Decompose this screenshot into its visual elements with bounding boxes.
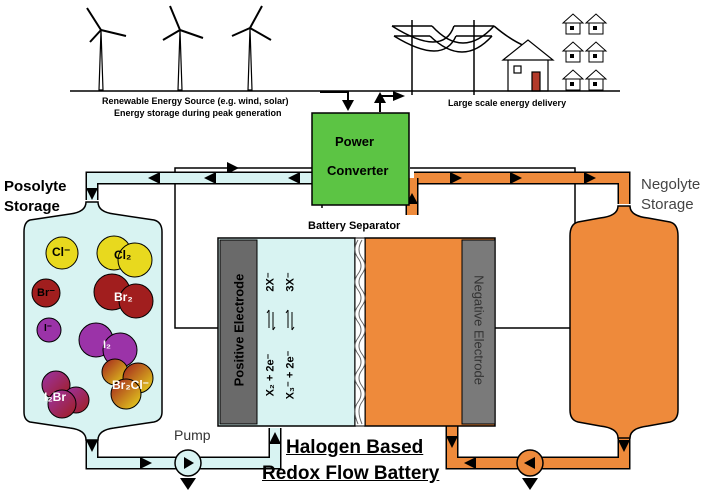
species-br-minus: Br⁻ bbox=[37, 287, 56, 299]
source-label-line2: Energy storage during peak generation bbox=[114, 108, 282, 118]
negolyte-storage-tank bbox=[569, 205, 679, 439]
house-small-icon bbox=[561, 13, 608, 91]
separator-label: Battery Separator bbox=[306, 220, 403, 232]
power-converter-label-line2: Converter bbox=[327, 163, 389, 178]
diagram-title-line2: Redox Flow Battery bbox=[262, 463, 440, 484]
species-cl2: Cl₂ bbox=[114, 248, 132, 262]
species-br2cl: Br₂Cl⁻ bbox=[112, 378, 150, 392]
power-converter bbox=[311, 112, 410, 206]
negative-electrode-label: Negative Electrode bbox=[471, 275, 487, 385]
species-cl-minus: Cl⁻ bbox=[52, 245, 71, 259]
delivery-label: Large scale energy delivery bbox=[448, 98, 567, 108]
power-flow-arrows bbox=[320, 91, 400, 112]
reaction1-right: 2X⁻ bbox=[264, 272, 277, 292]
equilibrium-arrow-icon bbox=[266, 309, 295, 331]
reaction2-left: X₃⁻ + 2e⁻ bbox=[284, 350, 297, 400]
negolyte-label-line2: Storage bbox=[641, 196, 694, 213]
wind-turbine-icon bbox=[231, 5, 272, 91]
negolyte-pump-icon bbox=[516, 449, 544, 490]
posolyte-pump-icon bbox=[174, 449, 202, 490]
negolyte-pipe bbox=[405, 171, 631, 470]
pump-label: Pump bbox=[174, 427, 211, 443]
species-i-minus: I⁻ bbox=[44, 323, 53, 334]
negative-electrode bbox=[461, 239, 496, 425]
power-converter-label-line1: Power bbox=[335, 134, 375, 149]
br-minus-molecule bbox=[31, 278, 61, 308]
i2br-molecule bbox=[41, 370, 90, 419]
negolyte-label-line1: Negolyte bbox=[641, 176, 701, 193]
diagram-title-line1: Halogen Based bbox=[286, 437, 424, 458]
power-pole-icon bbox=[391, 20, 541, 95]
species-i2br: I₂Br bbox=[44, 390, 67, 404]
cl2-molecule bbox=[96, 235, 153, 278]
i-minus-molecule bbox=[36, 317, 62, 343]
wind-turbine-icon bbox=[86, 7, 127, 91]
house-icon bbox=[501, 39, 555, 92]
species-i2: I₂ bbox=[103, 339, 111, 351]
i2-molecule bbox=[78, 322, 138, 368]
positive-electrode bbox=[219, 239, 258, 425]
posolyte-label-line2: Storage bbox=[4, 198, 60, 215]
cl-minus-molecule bbox=[45, 236, 79, 270]
wind-turbine-icon bbox=[162, 5, 204, 91]
br2-molecule bbox=[93, 273, 154, 319]
source-label-line1: Renewable Energy Source (e.g. wind, sola… bbox=[102, 96, 289, 106]
reaction1-left: X₂ + 2e⁻ bbox=[264, 353, 277, 397]
positive-electrode-label: Positive Electrode bbox=[231, 273, 247, 387]
species-br2: Br₂ bbox=[114, 290, 133, 304]
battery-separator bbox=[354, 237, 366, 427]
posolyte-label-line1: Posolyte bbox=[4, 178, 67, 195]
reaction2-right: 3X⁻ bbox=[284, 272, 297, 292]
br2cl-molecule bbox=[101, 358, 154, 410]
